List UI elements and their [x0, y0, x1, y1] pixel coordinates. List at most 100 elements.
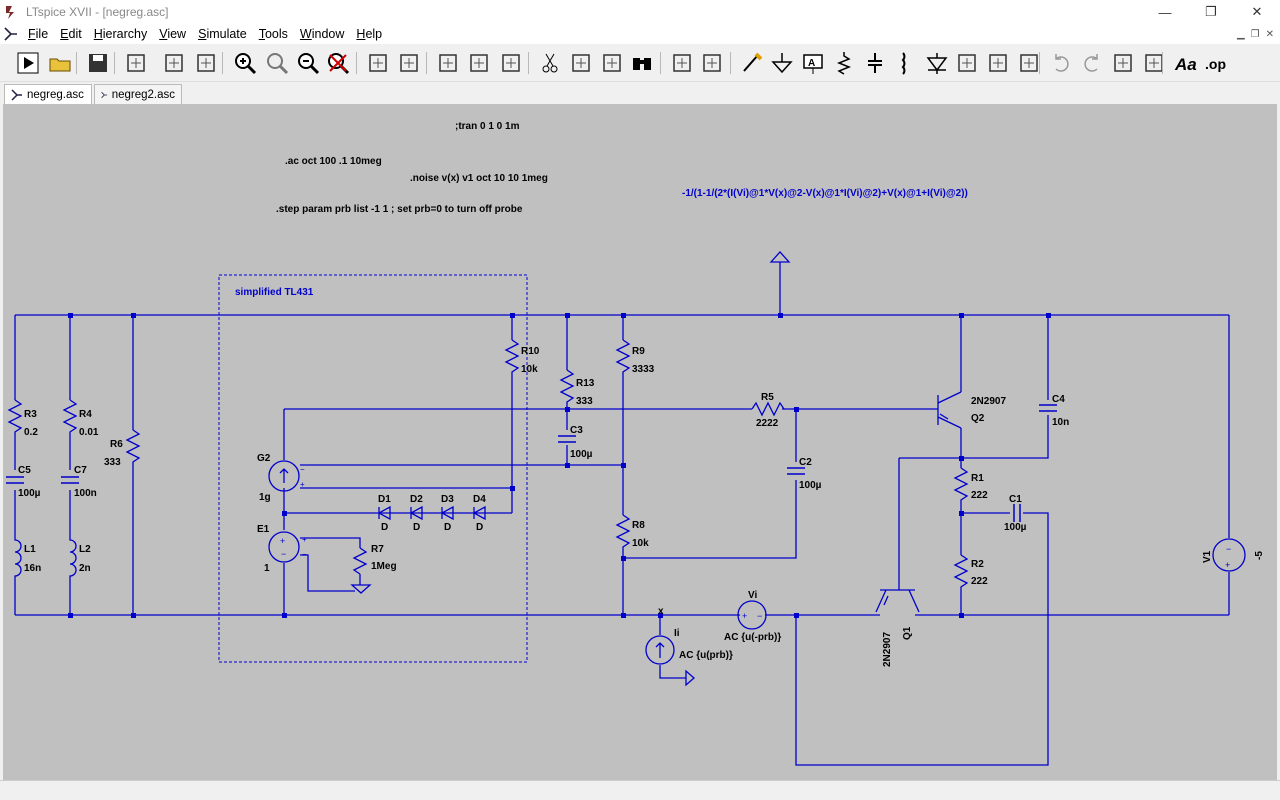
open-icon[interactable] — [46, 49, 74, 77]
d3-symbol — [440, 505, 454, 521]
svg-text:Aa: Aa — [1174, 55, 1197, 74]
schematic-canvas[interactable]: +− −+ +− −+ +− ;tran 0 1 0 1m .ac oct 10… — [3, 104, 1277, 780]
menu-hierarchy[interactable]: Hierarchy — [88, 27, 154, 41]
menu-file[interactable]: File — [22, 27, 54, 41]
menu-edit[interactable]: Edit — [54, 27, 88, 41]
capacitors — [6, 404, 1057, 522]
mdi-close-button[interactable]: ✕ — [1265, 28, 1274, 40]
flags — [350, 251, 791, 687]
zoom-full-icon[interactable] — [263, 49, 291, 77]
tile-vertical-icon[interactable] — [497, 49, 525, 77]
component-icon[interactable] — [953, 49, 981, 77]
tab-negreg2[interactable]: negreg2.asc — [94, 84, 182, 104]
d1-name: D1 — [378, 494, 391, 505]
q1-name: Q1 — [902, 626, 913, 640]
close-button[interactable]: ✕ — [1251, 4, 1263, 19]
ltspice-app-icon[interactable] — [2, 2, 22, 22]
r5-value: 2222 — [756, 418, 779, 429]
tab-negreg[interactable]: negreg.asc — [4, 84, 92, 104]
menu-window[interactable]: Window — [294, 27, 350, 41]
mdi-restore-button[interactable]: ❐ — [1250, 28, 1260, 40]
cut-icon[interactable] — [536, 49, 564, 77]
run-icon[interactable] — [14, 49, 42, 77]
toolbar-separator — [730, 52, 731, 74]
menu-mnemonic: H — [93, 27, 103, 41]
r4-symbol — [62, 399, 78, 440]
source-polarity: +− −+ +− −+ +− — [280, 465, 1231, 621]
e1-name: E1 — [257, 524, 270, 535]
menu-mnemonic: S — [198, 27, 207, 41]
restore-button[interactable]: ❐ — [1205, 4, 1217, 19]
q2-value: 2N2907 — [971, 396, 1006, 407]
menu-simulate[interactable]: Simulate — [192, 27, 253, 41]
resistor-icon[interactable] — [830, 49, 858, 77]
menu-label: indow — [311, 27, 345, 41]
text-icon[interactable]: Aa — [1171, 49, 1199, 77]
print-icon[interactable] — [668, 49, 696, 77]
inductor-icon[interactable] — [891, 49, 919, 77]
zoom-cancel-icon[interactable] — [324, 49, 352, 77]
copy-icon[interactable] — [567, 49, 595, 77]
find-icon[interactable] — [628, 49, 656, 77]
l1-symbol — [14, 530, 22, 580]
drag-icon[interactable] — [1015, 49, 1043, 77]
vi-name: Vi — [748, 590, 757, 601]
tl431-label: simplified TL431 — [235, 287, 314, 298]
svg-text:−: − — [1226, 544, 1231, 554]
halt-icon[interactable] — [160, 49, 188, 77]
minimize-button[interactable]: — — [1158, 4, 1172, 20]
control-panel-icon[interactable] — [122, 49, 150, 77]
paste-icon[interactable] — [598, 49, 626, 77]
schematic-drawing[interactable]: +− −+ +− −+ +− ;tran 0 1 0 1m .ac oct 10… — [3, 104, 1277, 780]
menu-tools[interactable]: Tools — [253, 27, 294, 41]
tl431-box — [218, 274, 528, 663]
toolbar-separator — [1039, 52, 1040, 74]
move-icon[interactable] — [984, 49, 1012, 77]
wire-icon[interactable] — [738, 49, 766, 77]
r1-symbol — [953, 467, 969, 503]
mdi-minimize-button[interactable]: ▁ — [1236, 28, 1245, 40]
d2-name: D2 — [410, 494, 423, 505]
rotate-icon[interactable] — [1109, 49, 1137, 77]
sources — [268, 460, 1246, 665]
c1-name: C1 — [1009, 494, 1022, 505]
mirror-icon[interactable] — [1140, 49, 1168, 77]
save-icon[interactable] — [84, 49, 112, 77]
d4-symbol — [472, 505, 486, 521]
diode-icon[interactable] — [923, 49, 951, 77]
svg-text:+: + — [302, 535, 307, 544]
3d-plot-icon[interactable] — [395, 49, 423, 77]
r5-name: R5 — [761, 392, 774, 403]
tile-horizontal-icon[interactable] — [434, 49, 462, 77]
print-setup-icon[interactable] — [698, 49, 726, 77]
pan-icon[interactable] — [192, 49, 220, 77]
step-directive: .step param prb list -1 1 ; set prb=0 to… — [276, 204, 523, 215]
r6-value: 333 — [104, 457, 121, 468]
svg-text:+: + — [300, 480, 305, 489]
l2-name: L2 — [79, 544, 91, 555]
ii-name: Ii — [674, 628, 680, 639]
r6-symbol — [125, 429, 141, 470]
waveform-icon[interactable] — [364, 49, 392, 77]
d1-value: D — [381, 522, 388, 533]
cascade-icon[interactable] — [465, 49, 493, 77]
label-icon[interactable]: A — [799, 49, 827, 77]
child-window-icon[interactable] — [0, 27, 22, 41]
toolbar-separator — [356, 52, 357, 74]
ground-icon[interactable] — [768, 49, 796, 77]
spice-directive-icon[interactable]: .op — [1202, 49, 1230, 77]
e1-symbol — [268, 531, 300, 563]
q2-name: Q2 — [971, 413, 985, 424]
r6-name: R6 — [110, 439, 123, 450]
capacitor-icon[interactable] — [861, 49, 889, 77]
toolbar-separator — [114, 52, 115, 74]
toolbar-separator — [1162, 52, 1163, 74]
redo-icon[interactable] — [1078, 49, 1106, 77]
undo-icon[interactable] — [1047, 49, 1075, 77]
menu-help[interactable]: Help — [350, 27, 388, 41]
zoom-in-icon[interactable] — [231, 49, 259, 77]
zoom-out-icon[interactable] — [294, 49, 322, 77]
svg-text:+: + — [1225, 560, 1230, 570]
c2-name: C2 — [799, 457, 812, 468]
menu-view[interactable]: View — [153, 27, 192, 41]
